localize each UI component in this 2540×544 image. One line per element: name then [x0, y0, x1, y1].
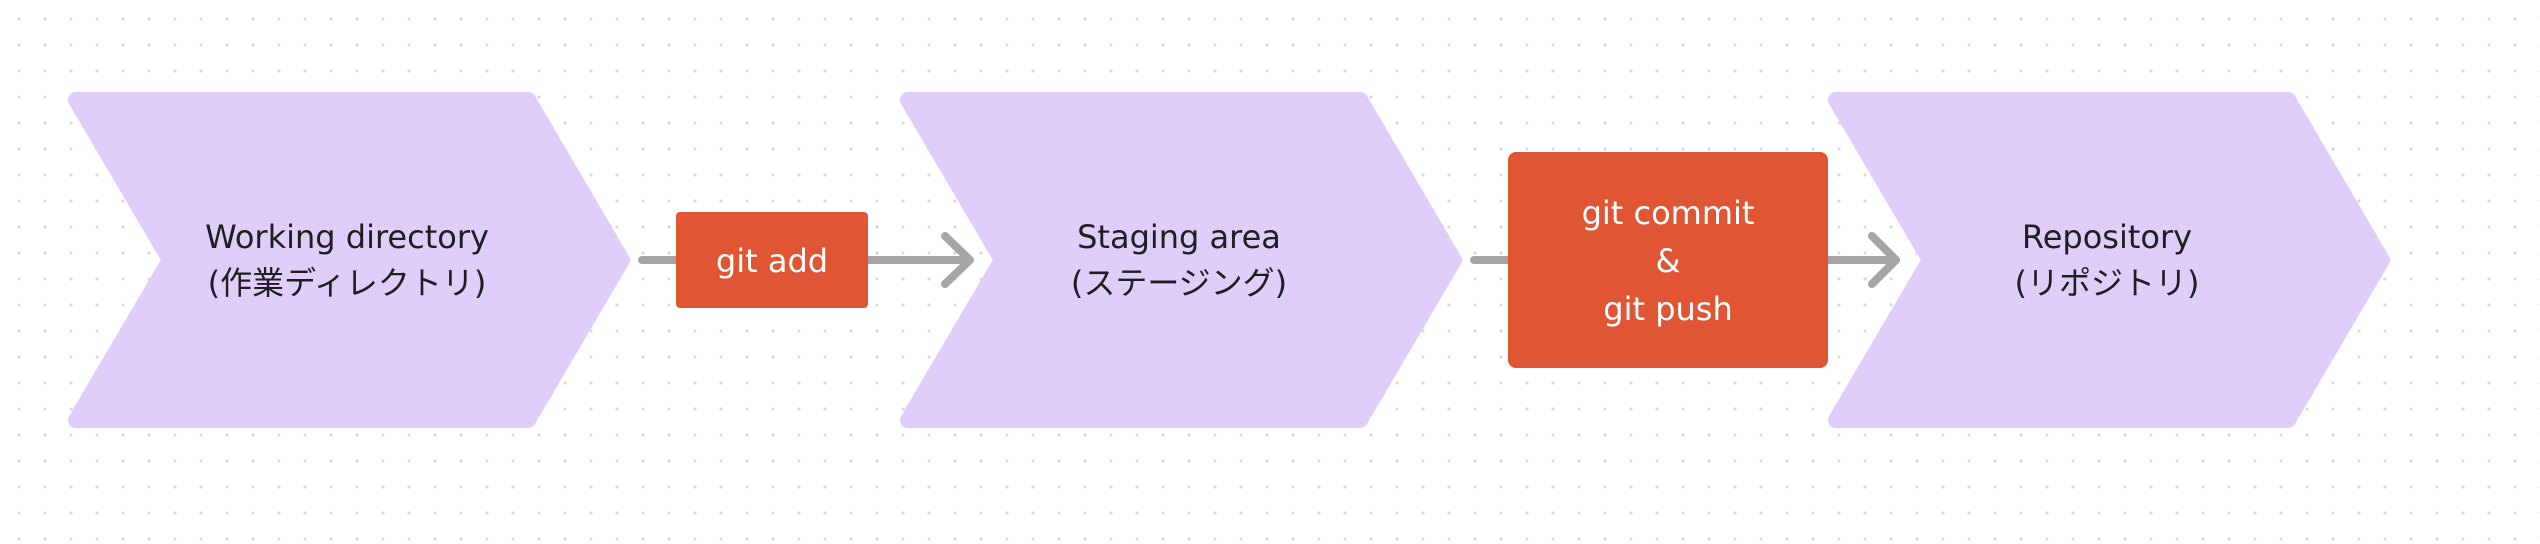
arrowhead-to-repository-icon [1868, 232, 1900, 288]
stage-label-ja: (リポジトリ) [2015, 264, 2200, 302]
stage-label-ja: (作業ディレクトリ) [208, 264, 487, 302]
command-box [676, 212, 868, 308]
command-git-commit-push: git commit & git push [1508, 152, 1828, 368]
stage-label-en: Working directory [205, 218, 489, 256]
command-label-line1: git commit [1582, 194, 1755, 232]
stage-label-ja: (ステージング) [1071, 264, 1287, 302]
command-label-line2: & [1656, 242, 1681, 280]
chevron-shape [1828, 92, 2390, 428]
stage-label-en: Staging area [1077, 218, 1281, 256]
connectors [638, 232, 1900, 288]
stage-staging-area: Staging area (ステージング) [900, 92, 1462, 428]
arrowhead-to-staging-icon [941, 232, 974, 288]
stage-repository: Repository (リポジトリ) [1828, 92, 2390, 428]
command-label-line3: git push [1603, 290, 1732, 328]
command-box [1508, 152, 1828, 368]
chevron-shape [68, 92, 630, 428]
stage-label-en: Repository [2022, 218, 2192, 256]
command-git-add: git add [676, 212, 868, 308]
chevron-shape [900, 92, 1462, 428]
stage-working-directory: Working directory (作業ディレクトリ) [68, 92, 630, 428]
command-label: git add [716, 242, 828, 280]
